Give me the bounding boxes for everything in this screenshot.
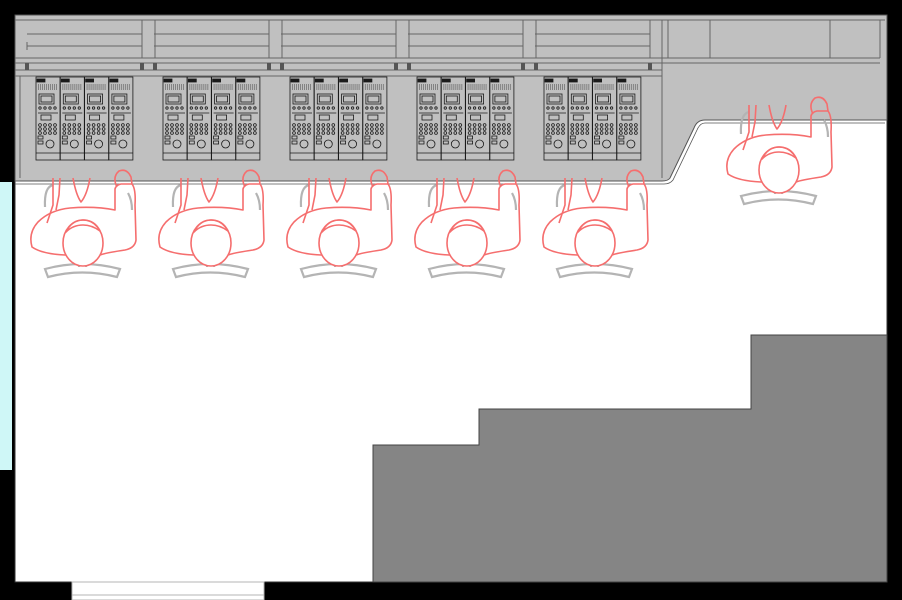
console-module: [416, 76, 442, 161]
console-module: [289, 76, 315, 161]
console-group: [416, 76, 515, 161]
door-opening: [71, 581, 265, 600]
console-module: [616, 76, 642, 161]
console-modules: [35, 76, 642, 161]
console-module: [235, 76, 261, 161]
console-module: [162, 76, 188, 161]
window: [0, 182, 12, 470]
console-desk: [14, 14, 888, 182]
console-group: [35, 76, 134, 161]
console-module: [211, 76, 237, 161]
console-module: [489, 76, 515, 161]
desk-cabinets: [15, 19, 885, 178]
console-module: [338, 76, 364, 161]
console-group: [162, 76, 261, 161]
console-group: [289, 76, 388, 161]
console-module: [543, 76, 569, 161]
console-module: [362, 76, 388, 161]
stage-platform: [372, 334, 888, 583]
console-module: [186, 76, 212, 161]
console-group: [543, 76, 642, 161]
console-module: [108, 76, 134, 161]
console-module: [313, 76, 339, 161]
